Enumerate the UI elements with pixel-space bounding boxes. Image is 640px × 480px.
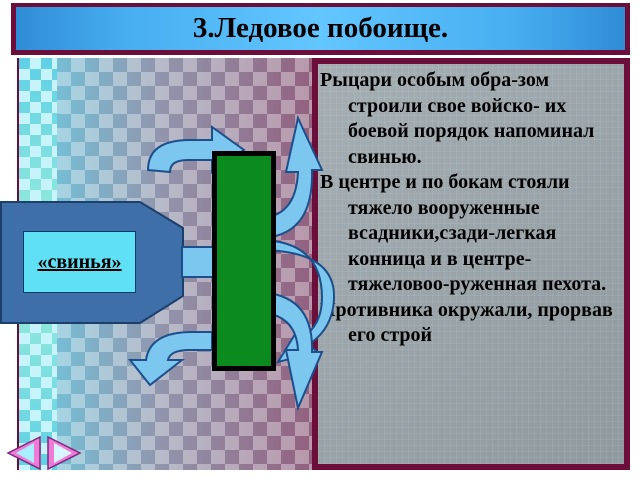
paragraph-formation: Рыцари особым обра-зом строили свое войс… (320, 69, 595, 168)
paragraph-composition: В центре и по бокам стояли тяжело вооруж… (320, 171, 607, 295)
text-panel: Рыцари особым обра-зом строили свое войс… (312, 58, 630, 470)
paragraph-tactics: Противника окружали, прорвав его строй (320, 298, 613, 347)
title-background: 3.Ледовое побоище. (16, 7, 625, 50)
text-panel-inner: Рыцари особым обра-зом строили свое войс… (318, 64, 624, 464)
formation-label-box: «свинья» (23, 231, 136, 293)
prev-slide-button[interactable] (4, 433, 44, 473)
arrow-right-bottom (257, 290, 324, 412)
army-block (212, 151, 276, 371)
formation-label: «свинья» (37, 250, 122, 273)
slide-title: 3.Ледовое побоище. (192, 12, 449, 44)
title-bar: 3.Ледовое побоище. (11, 3, 630, 55)
back-arrow-icon (6, 435, 41, 471)
next-slide-button[interactable] (44, 433, 84, 473)
arrow-right-top (257, 114, 324, 240)
arrow-lower-curve (127, 331, 213, 387)
arrow-right-middle (257, 238, 336, 364)
forward-arrow-icon (47, 435, 82, 471)
